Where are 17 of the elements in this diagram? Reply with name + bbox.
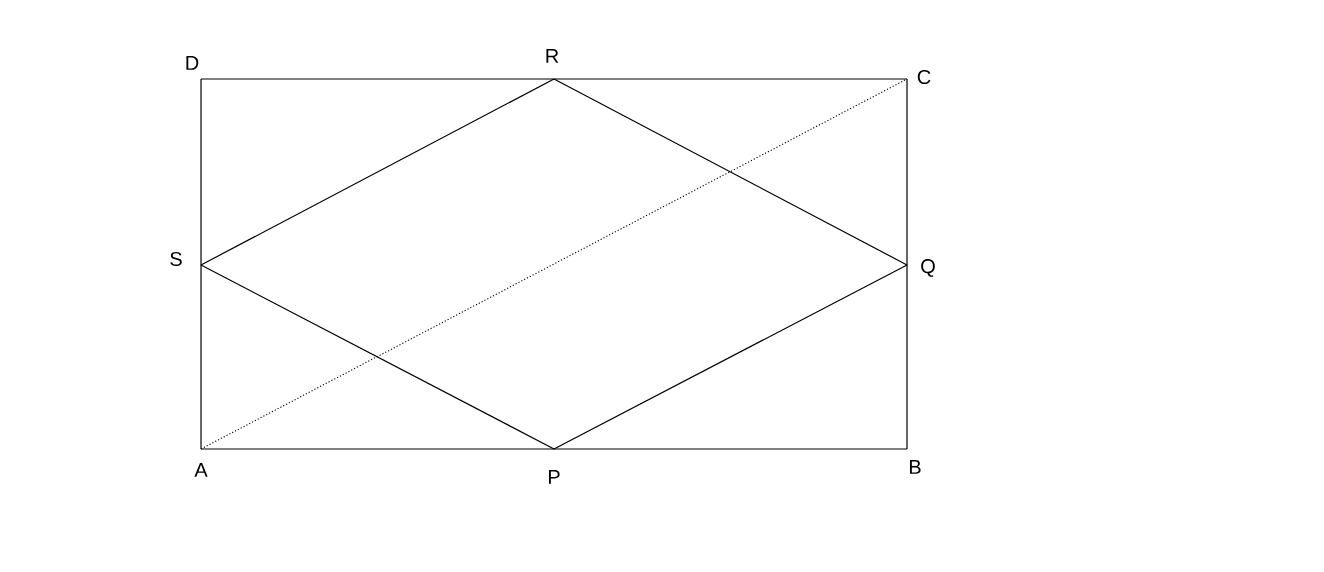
line-segment [200,78,202,450]
line-segment [200,78,908,80]
line-segment [200,448,908,450]
point-label: C [917,69,931,85]
line-segment [200,264,555,450]
point-label: Q [921,259,935,277]
line-segment [200,78,555,266]
line-segment [553,264,908,450]
diagonal-line [200,78,908,450]
point-label: D [186,56,199,70]
point-label: R [546,49,559,63]
point-label: P [549,470,560,484]
point-label: S [170,251,182,267]
point-label: A [194,463,208,477]
point-label: B [910,460,921,474]
line-segment [553,78,908,266]
line-segment [906,78,908,450]
